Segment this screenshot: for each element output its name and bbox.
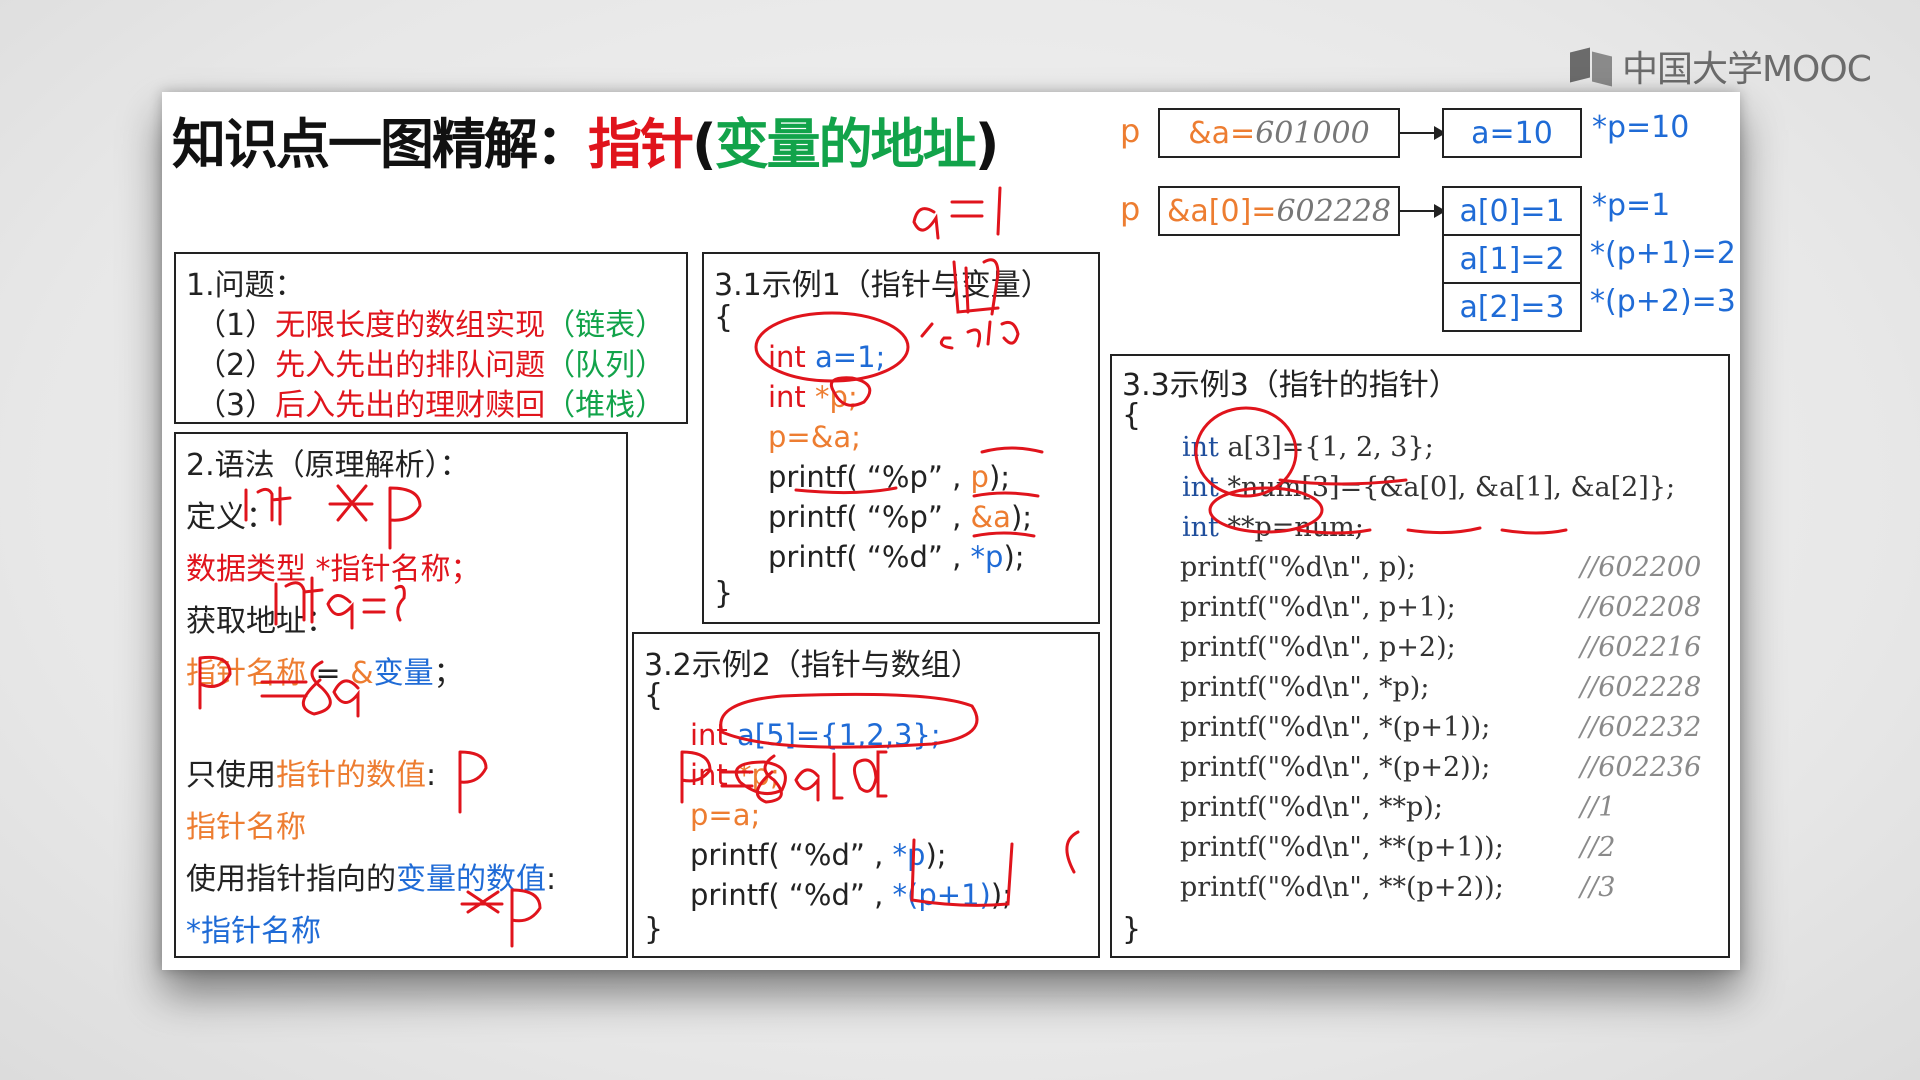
example3-comment-5: //602232 — [1580, 712, 1702, 743]
example3-decl-2: int *num[3]={&a[0], &a[1], &a[2]}; — [1182, 472, 1676, 503]
example3-comment-6: //602236 — [1580, 752, 1702, 783]
example2-line-3: p=a; — [690, 798, 761, 832]
example2-line-2: int *p; — [690, 758, 780, 792]
deref-p2-cell2: *(p+2)=3 — [1590, 284, 1736, 319]
slide: 知识点一图精解：指针(变量的地址) p &a=601000 a=10 *p=10… — [162, 92, 1740, 970]
get-address-label: 获取地址： — [186, 604, 336, 639]
example3-comment-2: //602208 — [1580, 592, 1702, 623]
get-address-syntax: 指针名称 = &变量； — [186, 656, 464, 691]
section-example2: 3.2示例2（指针与数组） { int a[5]={1,2,3}; int *p… — [632, 632, 1100, 958]
example2-open-brace: { — [644, 678, 664, 713]
array-cell-1: a[1]=2 — [1442, 234, 1582, 284]
address-box-a: &a=601000 — [1158, 108, 1400, 158]
slide-title: 知识点一图精解：指针(变量的地址) — [172, 113, 999, 176]
section-example1: 3.1示例1（指针与变量） { int a=1; int *p; p=&a; p… — [702, 252, 1100, 624]
arrow-to-a0 — [1398, 204, 1446, 218]
example3-print-7: printf("%d\n", **p); — [1180, 792, 1443, 823]
logo-text: 中国大学MOOC — [1622, 49, 1872, 90]
deref-p-cell0: *p=1 — [1592, 188, 1671, 223]
section-example1-heading: 3.1示例1（指针与变量） — [714, 268, 1051, 303]
example3-print-8: printf("%d\n", **(p+1)); — [1180, 832, 1504, 863]
example2-line-5: printf( “%d” , *(p+1)); — [690, 878, 1012, 912]
section-example3: 3.3示例3（指针的指针） { int a[3]={1, 2, 3}; int … — [1110, 354, 1730, 958]
ink-hand-a-eq-1 — [912, 186, 1002, 240]
example1-line-2: int *p; — [768, 380, 858, 414]
example3-print-1: printf("%d\n", p); — [1180, 552, 1416, 583]
mooc-logo: 中国大学MOOC — [1570, 44, 1872, 90]
use-target-value-syntax: *指针名称 — [186, 914, 321, 949]
deref-p1-cell1: *(p+1)=2 — [1590, 236, 1736, 271]
example3-comment-9: //3 — [1580, 872, 1616, 903]
use-pointer-value-syntax: 指针名称 — [186, 810, 306, 845]
example1-line-5: printf( “%p” , &a); — [768, 500, 1033, 534]
variable-box-a: a=10 — [1442, 108, 1582, 158]
problem-item-1: （1）无限长度的数组实现（链表） — [196, 308, 666, 343]
example2-line-4: printf( “%d” , *p); — [690, 838, 947, 872]
example2-close-brace: } — [644, 912, 664, 947]
section-syntax: 2.语法（原理解析）： 定义： 数据类型 *指针名称； 获取地址： 指针名称 =… — [174, 432, 628, 958]
pointer-label-p2: p — [1120, 190, 1141, 228]
example3-print-2: printf("%d\n", p+1); — [1180, 592, 1456, 623]
example3-print-6: printf("%d\n", *(p+2)); — [1180, 752, 1491, 783]
problem-item-2: （2）先入先出的排队问题（队列） — [196, 348, 666, 383]
example1-line-3: p=&a; — [768, 420, 861, 454]
example3-comment-1: //602200 — [1580, 552, 1702, 583]
example3-comment-3: //602216 — [1580, 632, 1702, 663]
mooc-book-icon — [1570, 48, 1614, 84]
example1-close-brace: } — [714, 576, 734, 611]
section-example3-heading: 3.3示例3（指针的指针） — [1122, 368, 1459, 403]
example1-line-4: printf( “%p” , p); — [768, 460, 1011, 494]
pointer-label-p: p — [1120, 112, 1141, 150]
problem-item-3: （3）后入先出的理财赎回（堆栈） — [196, 388, 666, 423]
example3-print-4: printf("%d\n", *p); — [1180, 672, 1430, 703]
example3-comment-4: //602228 — [1580, 672, 1702, 703]
section-problems-heading: 1.问题： — [186, 268, 305, 303]
example3-close-brace: } — [1122, 912, 1142, 947]
array-cell-0: a[0]=1 — [1442, 186, 1582, 236]
example3-print-3: printf("%d\n", p+2); — [1180, 632, 1456, 663]
section-example2-heading: 3.2示例2（指针与数组） — [644, 648, 981, 683]
section-problems: 1.问题： （1）无限长度的数组实现（链表） （2）先入先出的排队问题（队列） … — [174, 252, 688, 424]
define-syntax: 数据类型 *指针名称； — [186, 552, 481, 587]
use-target-value-label: 使用指针指向的变量的数值: — [186, 862, 557, 897]
example3-print-5: printf("%d\n", *(p+1)); — [1180, 712, 1491, 743]
deref-p-label: *p=10 — [1592, 110, 1690, 145]
example3-print-9: printf("%d\n", **(p+2)); — [1180, 872, 1504, 903]
example3-decl-3: int **p=num; — [1182, 512, 1364, 543]
example1-line-6: printf( “%d” , *p); — [768, 540, 1025, 574]
example3-open-brace: { — [1122, 398, 1142, 433]
example3-comment-8: //2 — [1580, 832, 1616, 863]
use-pointer-value-label: 只使用指针的数值: — [186, 758, 437, 793]
example2-line-1: int a[5]={1,2,3}; — [690, 718, 941, 752]
example3-comment-7: //1 — [1580, 792, 1616, 823]
define-label: 定义： — [186, 500, 276, 535]
arrow-to-a — [1398, 126, 1446, 140]
address-box-a0: &a[0]=602228 — [1158, 186, 1400, 236]
example1-open-brace: { — [714, 300, 734, 335]
section-syntax-heading: 2.语法（原理解析）： — [186, 448, 470, 483]
example3-decl-1: int a[3]={1, 2, 3}; — [1182, 432, 1434, 463]
example1-line-1: int a=1; — [768, 340, 886, 374]
array-cell-2: a[2]=3 — [1442, 282, 1582, 332]
